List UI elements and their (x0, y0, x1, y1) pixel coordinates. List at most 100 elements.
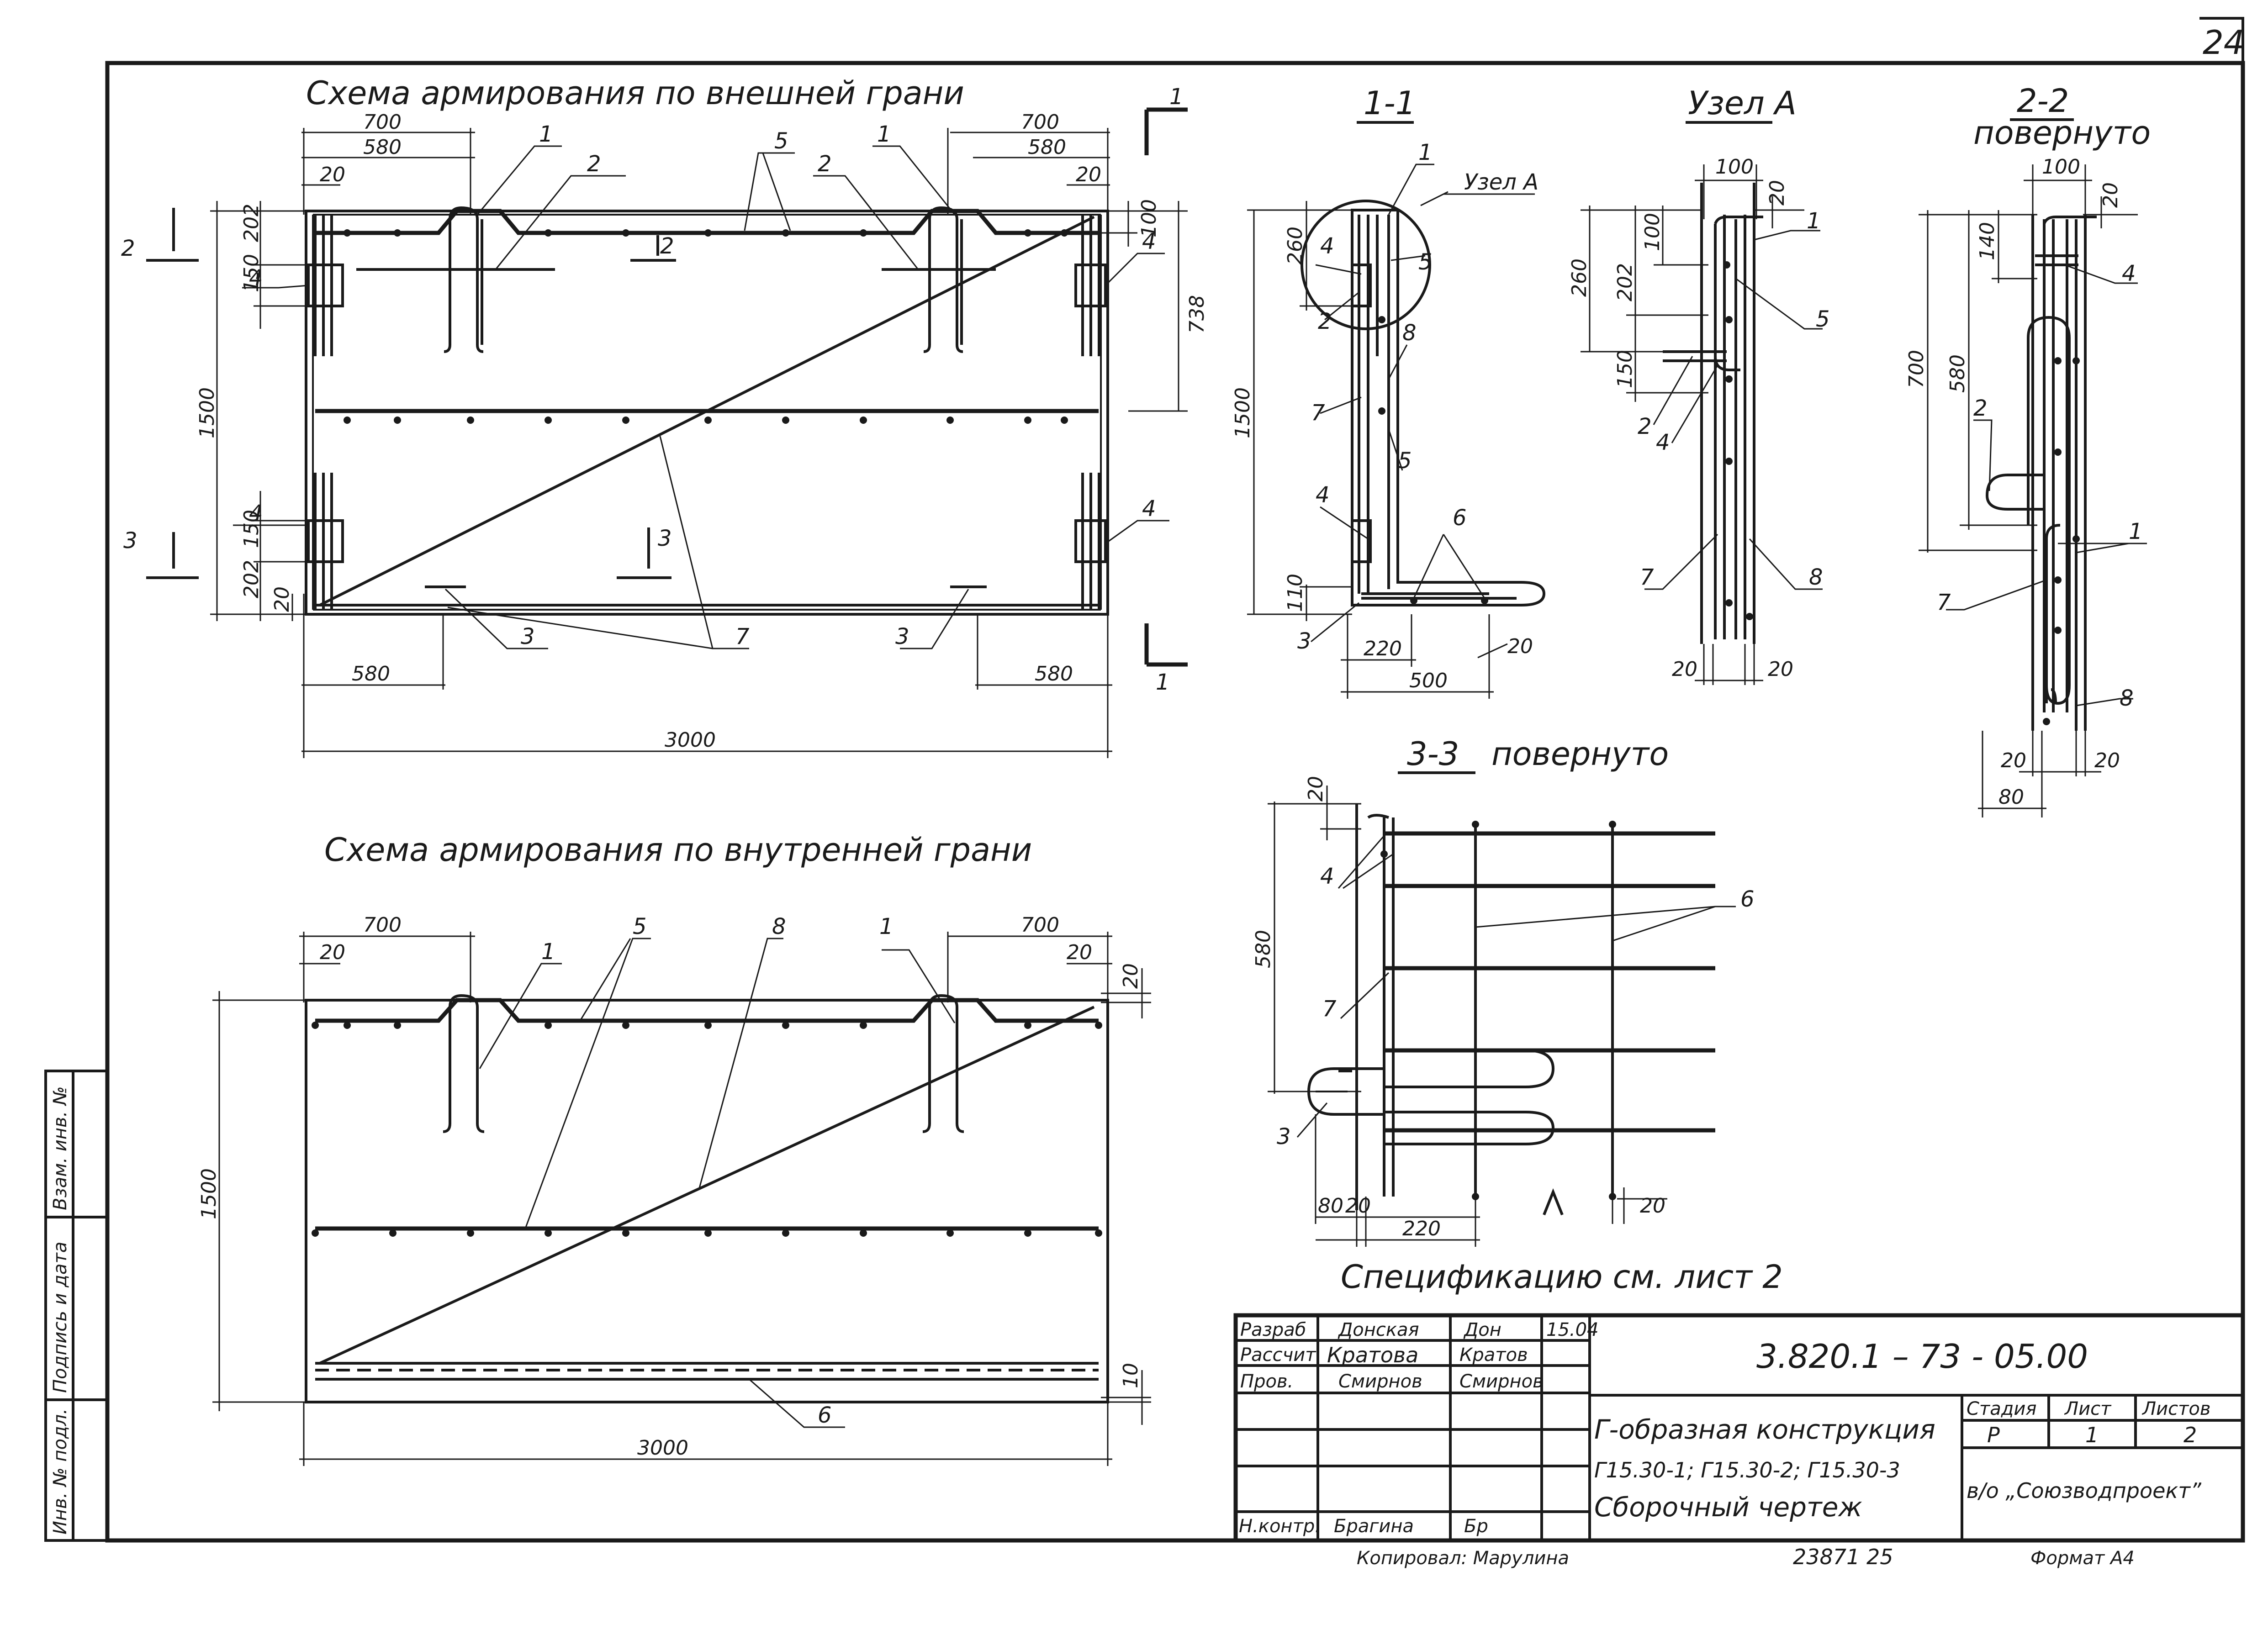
outer-section-1-label-bottom: 1 (1156, 670, 1170, 695)
section-mark-3-inner (617, 527, 671, 579)
section-3-3-leaders (1296, 835, 1736, 1138)
section-3-3-loop-lower (1384, 1111, 1555, 1145)
side-stamp-inv-podl: Инв. № подл. (50, 1408, 71, 1535)
inner-dim-20-left: 20 (320, 941, 345, 964)
node-a-callout-8: 8 (1809, 564, 1823, 590)
tb-role-1: Рассчит (1240, 1345, 1316, 1366)
s11-callout-4-bottom: 4 (1316, 482, 1330, 508)
section-mark-3-left (146, 532, 199, 579)
section-1-1-title: 1-1 (1364, 84, 1416, 122)
node-a-dims (1581, 164, 1804, 685)
section-2-2-leaders (1946, 264, 2147, 707)
node-a-plate (1663, 350, 1727, 362)
section-2-2-top-hook (2043, 216, 2097, 225)
s22-dim-20-top: 20 (2099, 182, 2122, 208)
s22-dim-20-left: 20 (2001, 749, 2026, 772)
outer-callout-5: 5 (774, 128, 788, 154)
outer-diagonal-bar (319, 216, 1095, 606)
outer-callout-4-tl: 4 (249, 265, 263, 291)
node-a-callout-5: 5 (1816, 306, 1830, 332)
side-stamp-frame (44, 1070, 109, 1542)
section-mark-1-bottom (1144, 623, 1188, 667)
side-stamp-podpis: Подпись и дата (50, 1242, 71, 1393)
inner-dim-700-left: 700 (363, 913, 402, 937)
inner-callout-1-left: 1 (541, 939, 555, 965)
s22-dim-580: 580 (1946, 354, 1969, 393)
outer-callout-2-left: 2 (587, 151, 601, 177)
outer-callout-3-right: 3 (895, 624, 909, 649)
section-2-2-note: повернуто (1973, 114, 2151, 152)
outer-dim-580-bottom-right: 580 (1035, 662, 1073, 686)
outer-callout-2-right: 2 (818, 151, 832, 177)
node-a-top-hook (1714, 216, 1763, 225)
tb-copied-by: Копировал: Марулина (1357, 1548, 1569, 1569)
s11-dim-220: 220 (1364, 637, 1402, 660)
section-2-2-loop-lower (2045, 524, 2061, 704)
tb-sign-0: Дон (1463, 1319, 1501, 1340)
section-1-1-bars (1358, 215, 1390, 594)
inner-top-bar (315, 998, 1099, 1023)
outer-leaders (233, 145, 1169, 649)
section-2-2: 2-2 повернуто (1905, 82, 2151, 817)
inner-callout-1-right: 1 (879, 914, 893, 939)
s33-dim-580: 580 (1252, 930, 1275, 968)
inner-dim-10: 10 (1119, 1363, 1142, 1388)
node-a-callout-7: 7 (1640, 564, 1654, 590)
section-1-1-node-circle (1301, 200, 1431, 330)
tb-role-6: Н.контр. (1239, 1516, 1321, 1537)
outer-dim-202-top: 202 (240, 204, 263, 242)
s22-callout-8: 8 (2120, 686, 2134, 711)
tb-sign-6: Бр (1464, 1516, 1488, 1537)
inner-callout-6: 6 (818, 1403, 832, 1428)
node-a-callout-2: 2 (1638, 414, 1652, 439)
outer-dim-580-right: 580 (1028, 136, 1066, 159)
outer-dim-700-right: 700 (1021, 111, 1059, 134)
s22-callout-4: 4 (2122, 261, 2136, 286)
tb-sign-2: Смирнов (1459, 1371, 1544, 1392)
s33-dim-80: 80 (1318, 1194, 1343, 1218)
outer-section-3-inner-label: 3 (658, 526, 672, 551)
s33-callout-4: 4 (1320, 864, 1334, 889)
outer-callout-4-br: 4 (1142, 496, 1156, 522)
node-a-dim-20-right: 20 (1768, 658, 1793, 681)
section-mark-2-inner (630, 235, 676, 262)
title-block: Разраб Донская Дон 15.04 Рассчит Кратова… (1233, 1313, 2245, 1569)
section-1-1: 1-1 260 1500 110 220 500 20 (1231, 84, 1546, 699)
tb-stage-header: Стадия (1967, 1398, 2036, 1419)
s33-dim-20: 20 (1345, 1194, 1371, 1218)
section-3-3-outline (1355, 804, 1564, 1216)
s11-dim-1500: 1500 (1231, 387, 1254, 438)
inner-callout-5: 5 (633, 914, 647, 939)
node-a-callout-4: 4 (1656, 430, 1670, 455)
outer-dims-bottom (301, 614, 1112, 758)
inner-dim-3000: 3000 (637, 1436, 688, 1460)
section-3-3-note: повернуто (1491, 735, 1669, 773)
outer-dim-580-left: 580 (363, 136, 402, 159)
inner-panel-outline (305, 999, 1109, 1403)
section-2-2-loop-upper (2027, 316, 2071, 525)
s33-callout-3: 3 (1277, 1124, 1291, 1150)
inner-dim-20-top: 20 (1119, 963, 1142, 989)
s22-dim-20-right: 20 (2094, 749, 2120, 772)
outer-right-bars-top (1081, 215, 1100, 356)
tb-name-line-1: Г-образная конструкция (1594, 1414, 1935, 1445)
tb-sheets-header: Листов (2141, 1398, 2210, 1419)
outer-dim-150-bottom: 150 (240, 510, 263, 548)
outer-dim-20-left: 20 (320, 163, 345, 186)
outer-callout-1-left: 1 (539, 121, 553, 147)
s33-callout-7: 7 (1322, 996, 1337, 1022)
node-a-title: Узел А (1688, 84, 1797, 122)
section-2-2-title: 2-2 (2017, 82, 2069, 120)
s22-callout-1: 1 (2129, 519, 2143, 544)
inner-dim-20-right: 20 (1067, 941, 1092, 964)
node-a-dim-150: 150 (1613, 350, 1637, 388)
node-a-dim-100: 100 (1641, 213, 1664, 251)
tb-role-2: Пров. (1240, 1371, 1293, 1392)
s33-dim-20-top: 20 (1304, 776, 1327, 802)
inner-dim-700-right: 700 (1021, 913, 1059, 937)
outer-dim-580-bottom-left: 580 (352, 662, 390, 686)
node-a-leaders (1644, 230, 1823, 590)
inner-loop-left (443, 994, 485, 1133)
s11-dim-110: 110 (1284, 574, 1307, 612)
